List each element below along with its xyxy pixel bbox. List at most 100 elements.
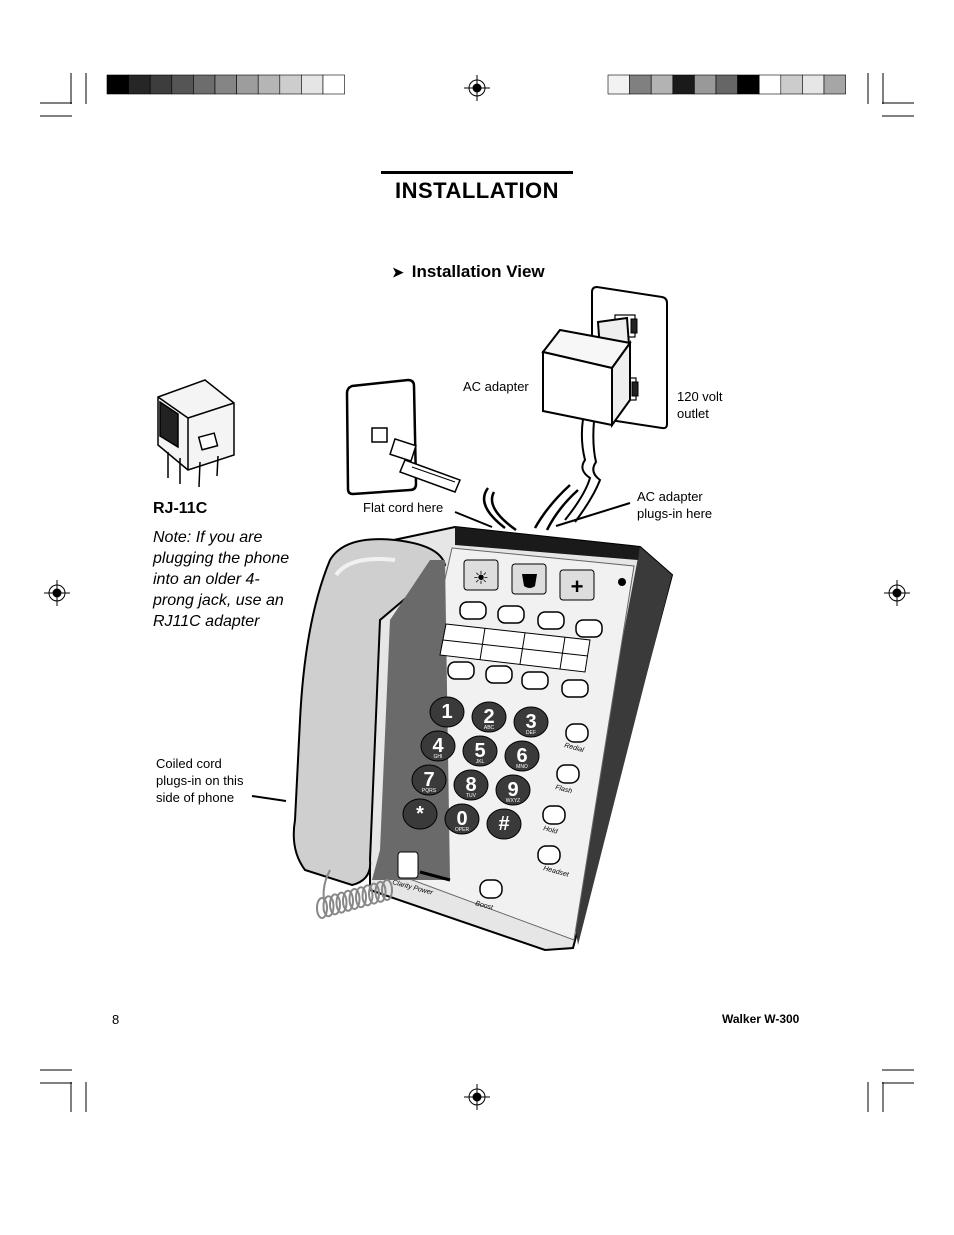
coiled-cord-loop: [374, 880, 387, 903]
page-number: 8: [112, 1012, 120, 1027]
section-heading-text: Installation View: [411, 262, 545, 281]
crop-marks: [40, 73, 914, 1112]
keypad-letters: DEF: [526, 730, 536, 736]
calibration-swatch: [149, 74, 173, 95]
keypad-digit: 3: [525, 711, 536, 733]
coiled-cord-loop: [355, 886, 367, 909]
calibration-swatch: [629, 74, 652, 95]
keypad-key: #: [486, 808, 522, 840]
calibration-swatch: [737, 74, 760, 95]
label-ac-plug-line1: AC adapter: [637, 489, 703, 504]
cords: [482, 484, 579, 532]
keypad-key: 1: [429, 696, 465, 728]
keypad-digit: 6: [516, 745, 527, 767]
label-outlet: 120 volt outlet: [677, 388, 723, 422]
wall-phone-jack: [345, 378, 461, 496]
svg-text:+: +: [571, 574, 584, 599]
label-ac-plug: AC adapter plugs-in here: [637, 488, 712, 522]
calibration-bar-left: [106, 74, 345, 95]
rj11c-note: Note: If you are plugging the phone into…: [153, 529, 290, 630]
bottom-button-label: Boost: [474, 900, 494, 912]
coiled-cord-loop: [381, 879, 393, 901]
registration-mark-icon: [884, 580, 910, 606]
label-ac-adapter: AC adapter: [463, 379, 529, 394]
calibration-swatch: [322, 74, 345, 95]
coiled-cord-loop: [368, 882, 380, 905]
calibration-swatch: [823, 74, 846, 95]
coiled-cord-loop: [342, 889, 354, 912]
product-name: Walker W-300: [722, 1012, 800, 1026]
label-coiled-cord-line2: plugs-in on this: [156, 773, 244, 788]
rj11c-title: RJ-11C: [153, 500, 208, 517]
calibration-swatch: [279, 74, 302, 95]
keypad-digit: *: [416, 803, 424, 825]
keypad-digit: #: [498, 813, 509, 835]
calibration-swatch: [128, 74, 151, 95]
calibration-swatch: [650, 74, 674, 95]
calibration-swatch: [236, 74, 259, 95]
calibration-bar-right: [607, 74, 846, 95]
keypad-digit: 1: [441, 701, 452, 723]
coiled-cord-loop: [329, 893, 341, 916]
calibration-swatch: [802, 74, 825, 95]
coiled-cord-loop: [322, 895, 335, 918]
leader-lines: [251, 502, 631, 802]
triangle-right-icon: ➤: [392, 264, 404, 280]
side-button-label: Flash: [554, 784, 572, 795]
registration-mark-icon: [464, 1084, 490, 1110]
keypad-letters: OPER: [455, 827, 470, 833]
rj11c-adapter-illustration: [157, 379, 235, 488]
label-ac-plug-line2: plugs-in here: [637, 506, 713, 521]
keypad-letters: PQRS: [422, 788, 437, 794]
label-flat-cord: Flat cord here: [363, 500, 444, 515]
calibration-swatch: [106, 74, 129, 95]
registration-mark-icon: [464, 75, 490, 101]
keypad-digit: 4: [432, 735, 444, 757]
keypad-letters: JKL: [476, 759, 485, 765]
keypad-digit: 9: [507, 779, 518, 801]
calibration-swatch: [214, 74, 237, 95]
keypad-digit: 2: [483, 706, 494, 728]
calibration-swatch: [715, 74, 738, 95]
coiled-cord-loop: [316, 897, 328, 919]
keypad-digit: 7: [423, 769, 434, 791]
calibration-swatch: [607, 74, 630, 95]
ac-adapter-illustration: [541, 316, 632, 523]
coiled-cord-loop: [361, 884, 374, 907]
keypad-key: *: [402, 798, 438, 830]
label-coiled-cord-line3: side of phone: [156, 790, 235, 805]
calibration-swatch: [193, 74, 216, 95]
label-coiled-cord-line1: Coiled cord: [156, 756, 222, 771]
label-coiled-cord: Coiled cord plugs-in on this side of pho…: [156, 755, 243, 806]
coiled-cord-loop: [348, 888, 361, 910]
calibration-swatch: [780, 74, 803, 95]
title-rule: [381, 171, 573, 174]
section-heading: ➤ Installation View: [392, 262, 545, 282]
keypad-letters: ABC: [484, 725, 495, 731]
svg-text:☀: ☀: [473, 568, 489, 589]
keypad-letters: MNO: [516, 764, 528, 770]
keypad-digit: 8: [465, 774, 476, 796]
keypad-letters: GHI: [434, 754, 443, 760]
side-button-label: Hold: [542, 825, 559, 836]
calibration-swatch: [171, 74, 194, 95]
keypad-digit: 0: [456, 808, 467, 830]
coiled-cord-loop: [335, 891, 348, 914]
keypad-letters: TUV: [466, 793, 477, 799]
calibration-swatch: [301, 74, 324, 95]
page-title: INSTALLATION: [395, 178, 560, 203]
registration-marks: [44, 75, 910, 1110]
calibration-swatch: [672, 74, 695, 95]
keypad-letters: WXYZ: [506, 798, 520, 804]
